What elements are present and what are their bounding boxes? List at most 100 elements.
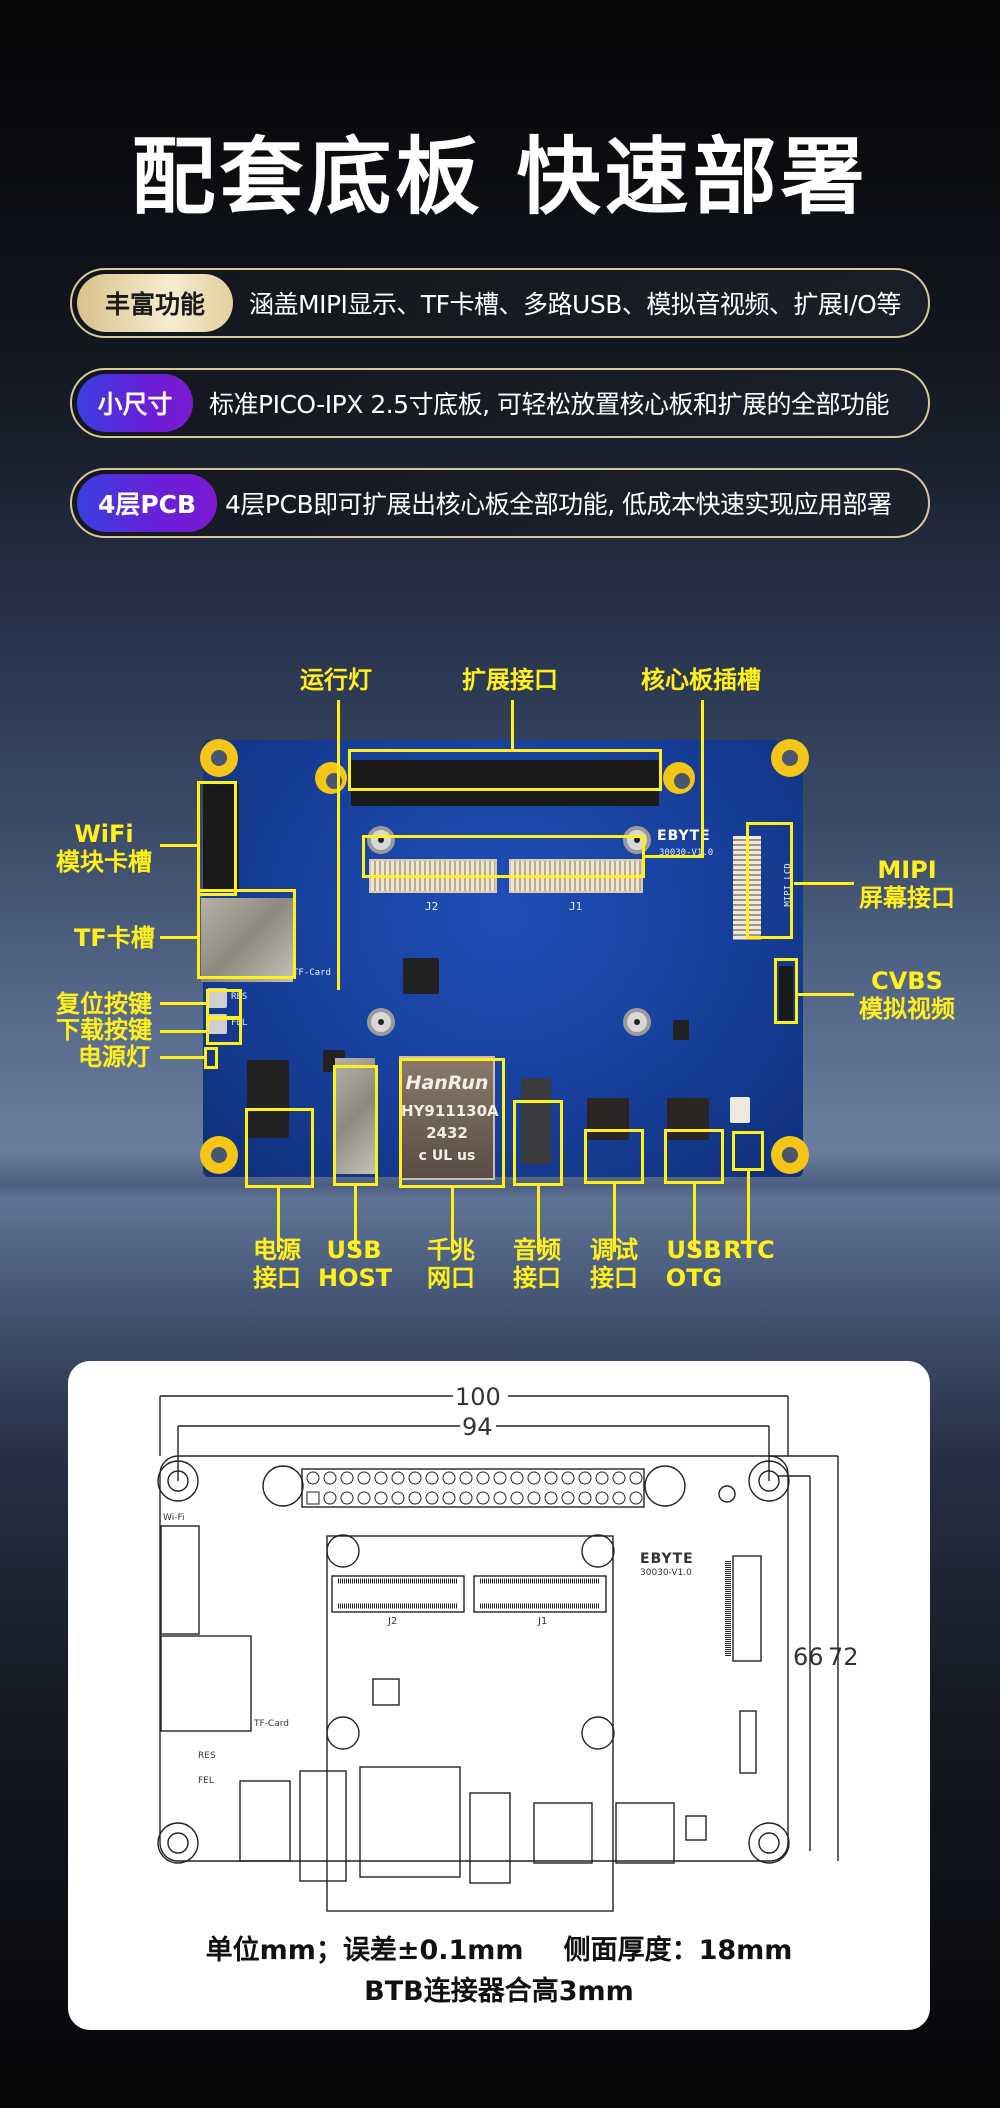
- dimension-height-outer: 72: [828, 1643, 859, 1671]
- power-led-highlight: [204, 1047, 218, 1069]
- leader-line: [160, 1056, 204, 1059]
- standoff: [623, 1008, 651, 1036]
- otg-highlight: [664, 1129, 724, 1184]
- callout-gigabit-ethernet: 千兆 网口: [420, 1236, 482, 1292]
- ul-certification-mark: c UL us: [418, 1148, 476, 1164]
- thickness-note: 侧面厚度：18mm: [563, 1935, 793, 1966]
- dc-jack: [247, 1060, 289, 1138]
- dimension-drawing-card: 100 94 66 72 EBYTE 30030-V1.0 J2 J1 TF-C…: [68, 1361, 930, 2030]
- drawing-version: 30030-V1.0: [640, 1568, 692, 1578]
- standoff: [623, 826, 651, 854]
- feature-tag: 丰富功能: [77, 274, 233, 332]
- drawing-fel: FEL: [198, 1776, 214, 1786]
- callout-line2: 接口: [590, 1264, 638, 1292]
- drawing-ebyte-logo: EBYTE: [640, 1551, 694, 1567]
- usb-a-connector: [335, 1058, 375, 1174]
- leader-line: [160, 844, 198, 847]
- leader-line: [337, 700, 340, 990]
- leader-line: [645, 855, 703, 858]
- callout-line2: 模块卡槽: [56, 848, 152, 876]
- power-port-highlight: [245, 1108, 314, 1188]
- feature-tag: 小尺寸: [77, 374, 193, 432]
- callout-rtc: RTC: [723, 1236, 775, 1264]
- audio-highlight: [513, 1100, 563, 1186]
- wifi-slot-highlight: [197, 781, 237, 896]
- core-slot-highlight: [362, 835, 645, 878]
- mounting-hole: [200, 739, 238, 777]
- tf-card-slot: [201, 898, 293, 982]
- leader-line: [701, 700, 704, 858]
- ethernet-date-code: 2432: [426, 1124, 468, 1142]
- leader-line: [277, 1188, 280, 1252]
- wifi-socket: [203, 784, 239, 892]
- callout-debug-port: 调试 接口: [583, 1236, 645, 1292]
- leader-line: [613, 1184, 616, 1252]
- leader-line: [511, 700, 514, 750]
- callout-line1: USB: [326, 1236, 382, 1264]
- usb-c-otg: [667, 1098, 709, 1140]
- ethernet-brand: HanRun: [405, 1072, 489, 1094]
- dimension-height-inner: 66: [793, 1643, 824, 1671]
- standoff: [367, 826, 395, 854]
- callout-line2: 网口: [427, 1264, 475, 1292]
- ebyte-logo: EBYTE: [657, 828, 711, 844]
- callout-download-button: 下载按键: [56, 1016, 152, 1044]
- feature-description: 4层PCB即可扩展出核心板全部功能, 低成本快速实现应用部署: [225, 490, 892, 519]
- callout-line1: 电源: [253, 1236, 301, 1264]
- callout-core-board-slot: 核心板插槽: [641, 666, 761, 694]
- mounting-hole: [315, 762, 347, 794]
- leader-line: [693, 1184, 696, 1252]
- chip: [673, 1020, 689, 1040]
- leader-line: [160, 936, 198, 939]
- leader-line: [160, 1030, 206, 1033]
- ethernet-jack: HanRun HY911130A 2432 c UL us: [399, 1056, 499, 1180]
- reset-button-component: [207, 988, 227, 1008]
- callout-usb-otg: USB OTG: [663, 1236, 725, 1292]
- dimension-width-inner: 94: [462, 1413, 493, 1441]
- callout-line2: OTG: [665, 1264, 723, 1292]
- callout-wifi-slot: WiFi 模块卡槽: [54, 820, 154, 876]
- expansion-header-pins: [351, 760, 659, 806]
- feature-row-small-size: 小尺寸 标准PICO-IPX 2.5寸底板, 可轻松放置核心板和扩展的全部功能: [70, 368, 930, 438]
- mounting-hole: [200, 1136, 238, 1174]
- ethernet-highlight: [399, 1058, 505, 1188]
- fel-highlight: [206, 1017, 242, 1045]
- silk-j1: J1: [569, 900, 583, 913]
- standoff: [367, 1008, 395, 1036]
- mipi-highlight: [746, 822, 793, 939]
- callout-line1: 音频: [513, 1236, 561, 1264]
- callout-audio-port: 音频 接口: [506, 1236, 568, 1292]
- ethernet-phy-chip: [403, 958, 439, 994]
- mounting-hole: [663, 762, 695, 794]
- rtc-highlight: [732, 1131, 764, 1171]
- callout-line1: 千兆: [427, 1236, 475, 1264]
- cvbs-highlight: [774, 958, 798, 1024]
- callout-line2: 屏幕接口: [859, 884, 955, 912]
- callout-line2: 模拟视频: [859, 995, 955, 1023]
- callout-line1: MIPI: [877, 856, 937, 884]
- page-title: 配套底板 快速部署: [131, 128, 869, 226]
- dimension-width-outer: 100: [455, 1383, 501, 1411]
- tf-slot-highlight: [197, 889, 296, 979]
- callout-mipi-lcd: MIPI 屏幕接口: [852, 856, 962, 912]
- reset-highlight: [206, 989, 242, 1019]
- callout-line1: WiFi: [74, 820, 134, 848]
- leader-line: [160, 1002, 206, 1005]
- drawing-tf-card: TF-Card: [254, 1719, 289, 1729]
- debug-highlight: [584, 1129, 644, 1184]
- feature-row-rich-functions: 丰富功能 涵盖MIPI显示、TF卡槽、多路USB、模拟音视频、扩展I/O等: [70, 268, 930, 338]
- leader-line: [798, 993, 854, 996]
- mounting-hole: [771, 1136, 809, 1174]
- rtc-battery-connector: [730, 1097, 750, 1123]
- callout-line2: HOST: [318, 1264, 393, 1292]
- feature-tag: 4层PCB: [77, 474, 217, 532]
- leader-line: [794, 882, 854, 885]
- callout-line1: 调试: [590, 1236, 638, 1264]
- board-version: 30030-V1.0: [659, 848, 714, 858]
- drawing-j1: J1: [538, 1616, 548, 1627]
- callout-line2: 接口: [253, 1264, 301, 1292]
- usb-host-highlight: [333, 1065, 378, 1186]
- pcb-outline-drawing: [157, 1395, 839, 1912]
- callout-cvbs: CVBS 模拟视频: [852, 967, 962, 1023]
